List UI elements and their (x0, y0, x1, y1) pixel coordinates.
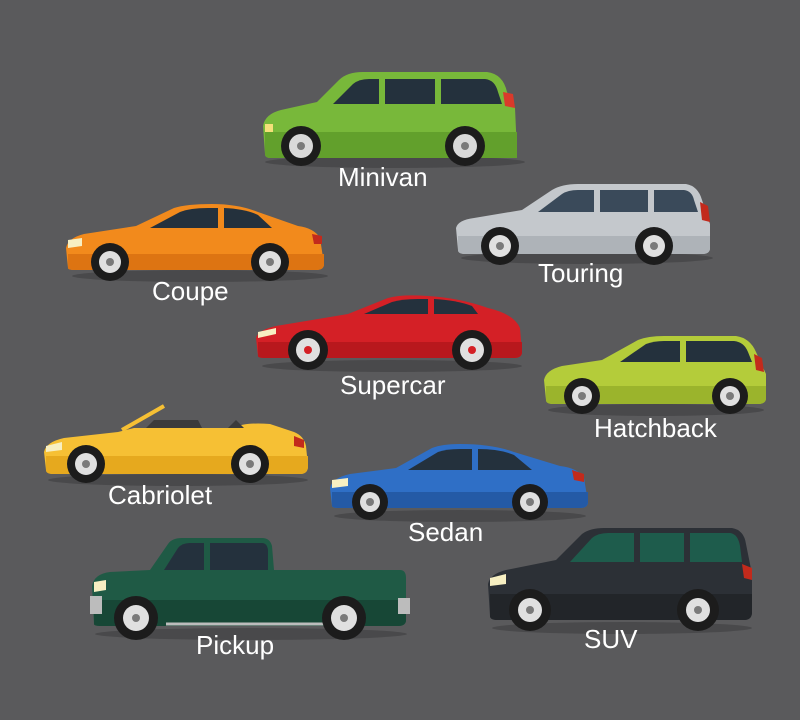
minivan-icon (263, 72, 525, 168)
hatchback-icon (544, 336, 766, 416)
vehicle-label-supercar: Supercar (340, 370, 446, 400)
coupe-icon (66, 204, 328, 282)
touring-wagon-icon (456, 184, 713, 265)
vehicle-label-sedan: Sedan (408, 517, 484, 547)
vehicle-label-coupe: Coupe (152, 276, 229, 306)
vehicle-label-minivan: Minivan (338, 162, 428, 192)
pickup-truck-icon (90, 538, 410, 640)
vehicle-label-cabriolet: Cabriolet (108, 480, 213, 510)
suv-icon (488, 528, 752, 634)
vehicle-label-suv: SUV (584, 624, 638, 654)
vehicle-label-hatchback: Hatchback (594, 413, 717, 443)
vehicle-label-pickup: Pickup (196, 630, 275, 660)
cabriolet-icon (44, 404, 308, 486)
supercar-icon (256, 295, 522, 372)
sedan-icon (330, 444, 588, 522)
vehicle-label-touring: Touring (538, 258, 624, 288)
